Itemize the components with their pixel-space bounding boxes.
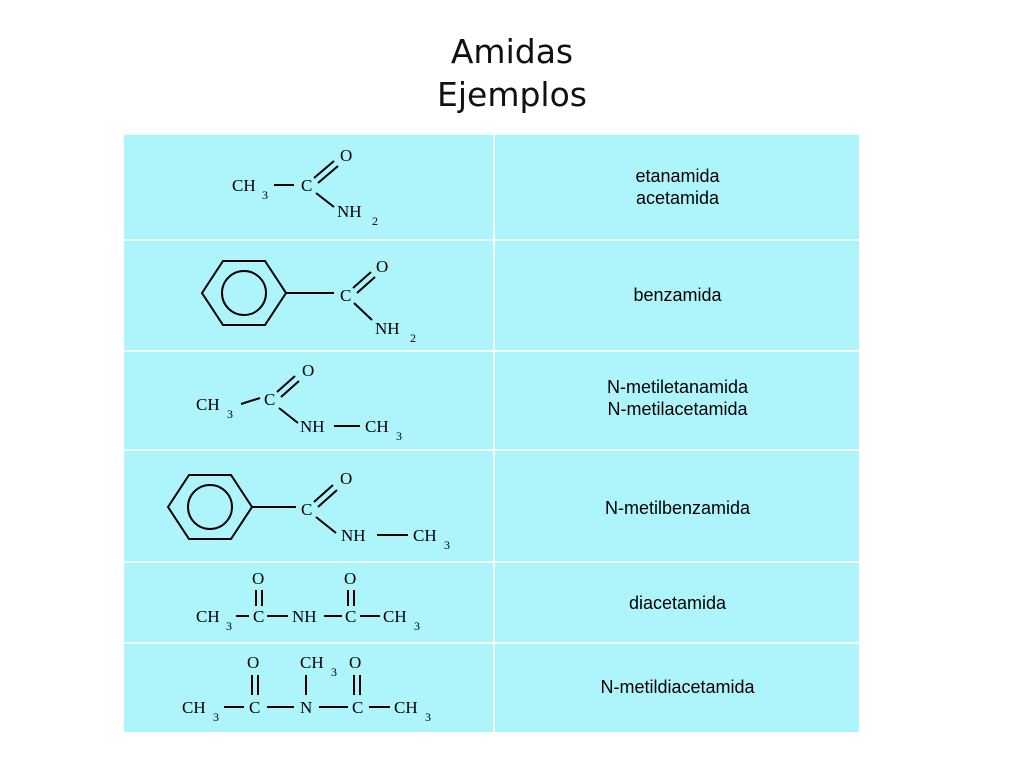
svg-text:C: C [253,607,264,626]
svg-text:C: C [264,390,275,409]
compound-name: acetamida [635,188,720,208]
svg-text:O: O [349,653,361,672]
svg-text:3: 3 [227,407,233,421]
svg-text:O: O [247,653,259,672]
svg-text:NH: NH [292,607,317,626]
svg-text:2: 2 [410,331,416,345]
svg-text:C: C [249,698,260,717]
svg-text:C: C [352,698,363,717]
name-cell: benzamida [496,284,859,306]
compound-name: N-metildiacetamida [600,677,755,697]
compound-name: N-metilbenzamida [604,498,751,518]
svg-text:3: 3 [425,710,431,724]
compound-name: benzamida [633,285,722,305]
svg-text:O: O [344,569,356,588]
compound-name: N-metiletanamida [606,377,749,397]
svg-text:3: 3 [226,619,232,633]
grid-line [124,133,859,135]
svg-text:NH: NH [375,319,400,338]
compound-name: etanamida [635,166,720,186]
svg-text:3: 3 [262,188,268,202]
name-cell: N-metildiacetamida [496,676,859,698]
svg-text:O: O [340,469,352,488]
svg-text:CH: CH [383,607,407,626]
compound-name: N-metilacetamida [607,399,748,419]
grid-line [124,642,859,644]
svg-text:3: 3 [414,619,420,633]
structure-n-metilacetamida: CH 3 C O NH CH 3 [124,351,494,450]
svg-text:CH: CH [182,698,206,717]
svg-text:O: O [252,569,264,588]
svg-text:3: 3 [213,710,219,724]
structure-n-metilbenzamida: C O NH CH 3 [124,451,494,561]
structure-n-metildiacetamida: O CH 3 C CH 3 N O C CH 3 [124,643,494,732]
name-cell: N-metilbenzamida [496,497,859,519]
svg-text:O: O [340,146,352,165]
svg-text:O: O [376,257,388,276]
svg-text:3: 3 [444,538,450,552]
svg-text:NH: NH [300,417,325,436]
structure-diacetamida: O CH 3 C NH O C CH 3 [124,562,494,642]
svg-text:CH: CH [300,653,324,672]
grid-line [493,133,495,732]
svg-text:O: O [302,361,314,380]
svg-text:2: 2 [372,214,378,228]
svg-text:N: N [300,698,312,717]
svg-text:C: C [301,500,312,519]
title-line-2: Ejemplos [437,75,587,114]
structure-acetamida: CH 3 C O NH 2 [124,133,494,239]
name-cell: N-metiletanamida N-metilacetamida [496,376,859,420]
svg-text:CH: CH [196,607,220,626]
structure-benzamida: C O NH 2 [124,240,494,350]
svg-text:C: C [301,176,312,195]
name-cell: etanamida acetamida [496,165,859,209]
svg-text:NH: NH [337,202,362,221]
title-line-1: Amidas [450,32,574,71]
grid-line [124,561,859,563]
svg-text:CH: CH [413,526,437,545]
svg-text:CH: CH [394,698,418,717]
svg-text:CH: CH [232,176,256,195]
svg-text:3: 3 [331,665,337,679]
svg-text:CH: CH [365,417,389,436]
grid-line [124,239,859,241]
name-cell: diacetamida [496,592,859,614]
slide-title: Amidas Ejemplos [0,30,1024,116]
grid-line [124,350,859,352]
compound-name: diacetamida [628,593,727,613]
svg-text:C: C [345,607,356,626]
grid-line [124,449,859,451]
svg-text:NH: NH [341,526,366,545]
svg-text:3: 3 [396,429,402,443]
svg-text:C: C [340,286,351,305]
svg-text:CH: CH [196,395,220,414]
